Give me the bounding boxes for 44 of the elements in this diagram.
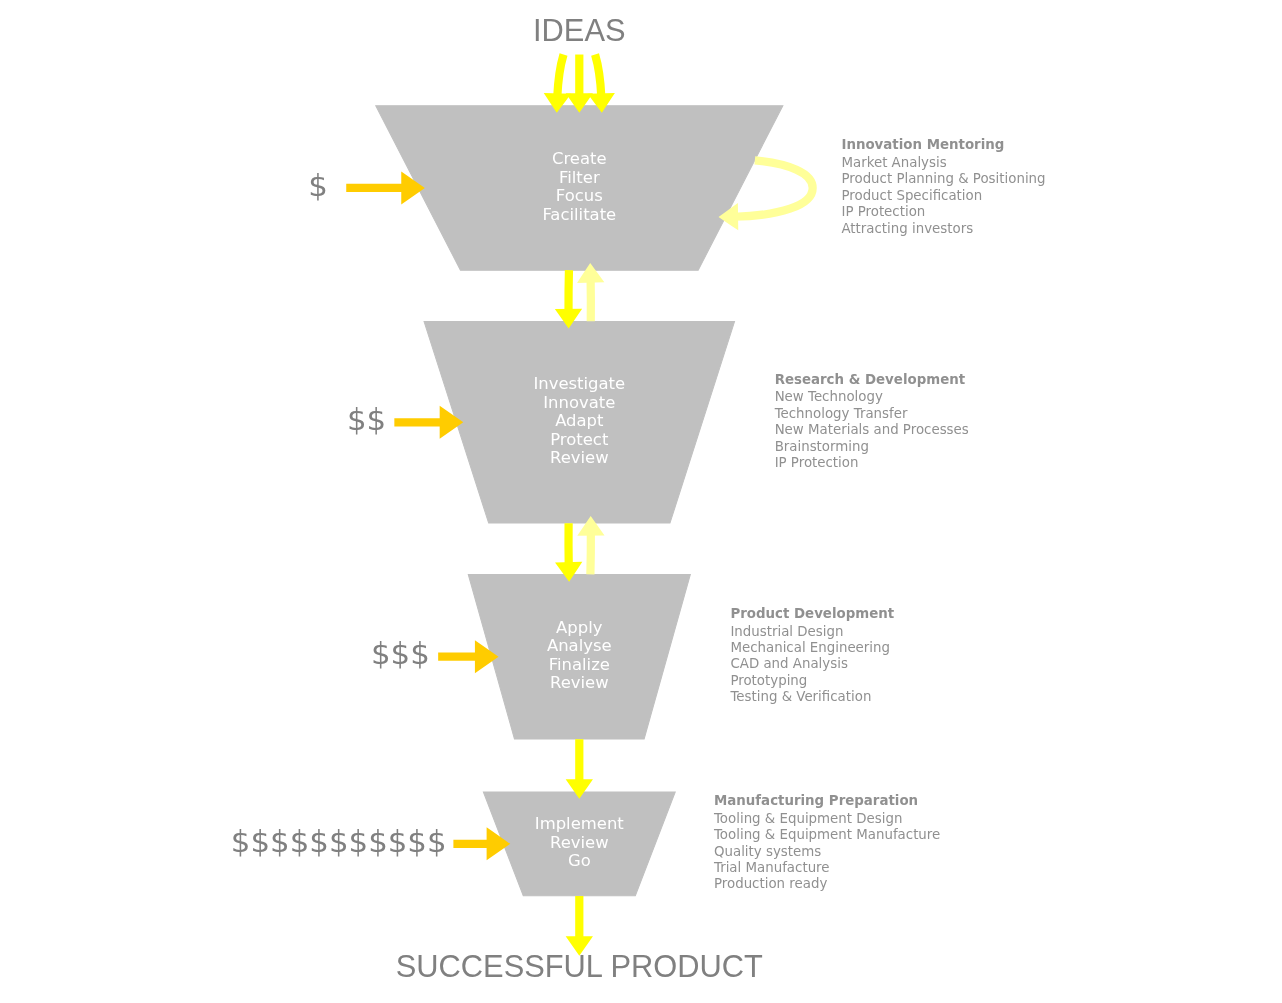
node-label: Research & Development bbox=[774, 371, 965, 387]
node-label: New Technology bbox=[774, 389, 883, 405]
node-text: $$ bbox=[346, 401, 386, 438]
arrow bbox=[554, 270, 582, 329]
node-label: Prototyping bbox=[729, 672, 807, 688]
node-label: Technology Transfer bbox=[774, 405, 907, 421]
node-label: Tooling & Equipment Manufacture bbox=[713, 827, 940, 843]
arrow bbox=[718, 156, 817, 231]
arrow bbox=[393, 405, 463, 439]
node-label: Trial Manufacture bbox=[713, 860, 830, 876]
arrow bbox=[565, 54, 593, 113]
node-text: $ bbox=[307, 166, 328, 203]
node-label: Testing & Verification bbox=[729, 689, 871, 705]
arrow bbox=[543, 53, 571, 113]
node-text: SUCCESSFUL PRODUCT bbox=[395, 949, 763, 985]
arrow bbox=[437, 640, 499, 674]
arrow bbox=[452, 827, 510, 861]
node-label: Mechanical Engineering bbox=[729, 640, 890, 656]
node-label: Industrial Design bbox=[729, 623, 843, 639]
node-label: Manufacturing Preparation bbox=[713, 793, 918, 809]
arrow bbox=[587, 53, 615, 113]
node-label: Quality systems bbox=[713, 843, 821, 859]
node-label: Product Planning & Positioning bbox=[840, 171, 1046, 187]
node-label: Product Specification bbox=[840, 187, 982, 203]
node-label: Tooling & Equipment Design bbox=[713, 810, 902, 826]
arrow bbox=[554, 523, 582, 582]
node-label: Production ready bbox=[713, 876, 827, 892]
node-label: Brainstorming bbox=[774, 438, 869, 454]
node-label: CAD and Analysis bbox=[729, 656, 848, 672]
arrow bbox=[576, 263, 604, 322]
arrow bbox=[345, 171, 425, 205]
node-label: New Materials and Processes bbox=[774, 422, 969, 438]
arrow bbox=[576, 516, 605, 575]
arrow bbox=[565, 895, 593, 956]
node-text: IDEAS bbox=[532, 12, 626, 48]
node-label: Attracting investors bbox=[840, 220, 973, 236]
node-text: $$$$$$$$$$$ bbox=[230, 822, 447, 859]
node-text: $$$ bbox=[370, 635, 430, 672]
node-label: Innovation Mentoring bbox=[840, 137, 1004, 153]
arrow bbox=[565, 739, 593, 799]
node-label: IP Protection bbox=[840, 204, 925, 220]
node-label: IP Protection bbox=[774, 454, 858, 470]
node-label: Market Analysis bbox=[840, 154, 947, 170]
node-label: Product Development bbox=[729, 606, 894, 622]
